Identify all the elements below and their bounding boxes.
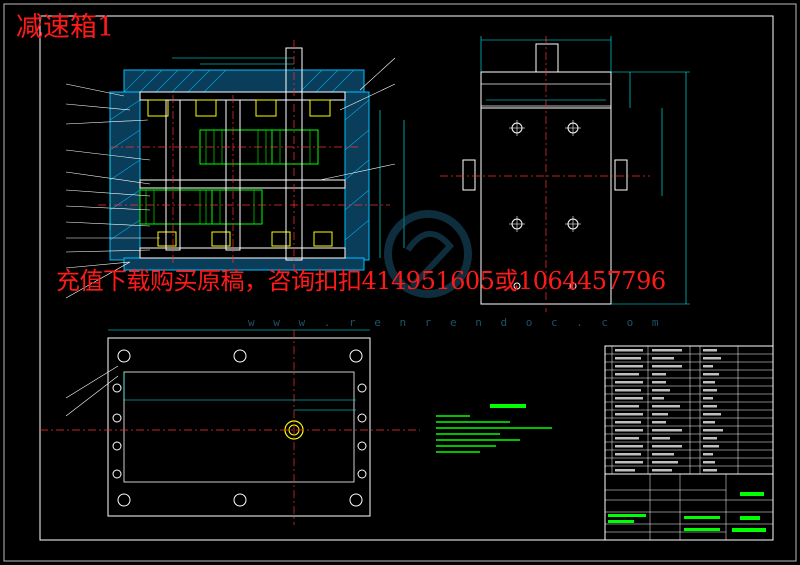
side-shaft-protrusion xyxy=(535,43,559,73)
top-cover-hatch xyxy=(123,69,365,93)
front-section-view xyxy=(65,40,405,299)
parts-list-rows xyxy=(605,346,773,474)
shaft-centerlines xyxy=(98,40,390,275)
side-bolt-holes xyxy=(511,122,579,290)
purchase-advert-overlay: 充值下载购买原稿，咨询扣扣414951605或1064457796 xyxy=(56,267,666,295)
watermark-logo xyxy=(384,210,472,298)
side-left-fitting xyxy=(462,159,476,191)
side-hole-crosses xyxy=(509,120,581,232)
title-block-frame xyxy=(604,473,774,541)
lower-gear-teeth xyxy=(145,190,255,224)
bearings xyxy=(147,99,333,247)
base-inner-outline xyxy=(123,371,355,483)
base-bolt-holes xyxy=(112,349,367,507)
notes-text-lines xyxy=(436,415,552,453)
notes-heading-mark xyxy=(490,404,526,408)
parts-list-table xyxy=(604,345,774,475)
side-right-fitting xyxy=(614,159,628,191)
plan-dimensions xyxy=(108,329,370,411)
lower-gear-right xyxy=(211,189,263,225)
technical-notes xyxy=(436,404,552,453)
hatch-pattern xyxy=(109,69,370,241)
plan-leaders xyxy=(65,365,119,417)
middle-plate xyxy=(139,179,346,189)
parts-list-cell-marks xyxy=(615,349,723,472)
outer-sheet-border xyxy=(3,3,797,562)
lower-plate xyxy=(139,247,346,259)
base-plate-outline xyxy=(107,337,371,517)
title-block xyxy=(604,473,774,541)
plan-view xyxy=(40,329,420,525)
title-block-green-text xyxy=(608,492,766,532)
leader-lines xyxy=(65,57,396,299)
lower-gear-left xyxy=(139,189,213,225)
right-wall-hatch xyxy=(344,91,370,261)
title-block-grid xyxy=(605,474,773,540)
side-dimensions xyxy=(480,36,690,305)
upper-plate xyxy=(139,91,346,101)
watermark-url: w w w . r e n r e n d o c . c o m xyxy=(248,316,665,329)
drawing-title-overlay: 减速箱1 xyxy=(16,12,115,43)
side-view xyxy=(440,36,690,312)
inner-drawing-frame xyxy=(39,15,774,541)
upper-gear-right xyxy=(271,129,319,165)
left-wall-hatch xyxy=(109,91,141,261)
